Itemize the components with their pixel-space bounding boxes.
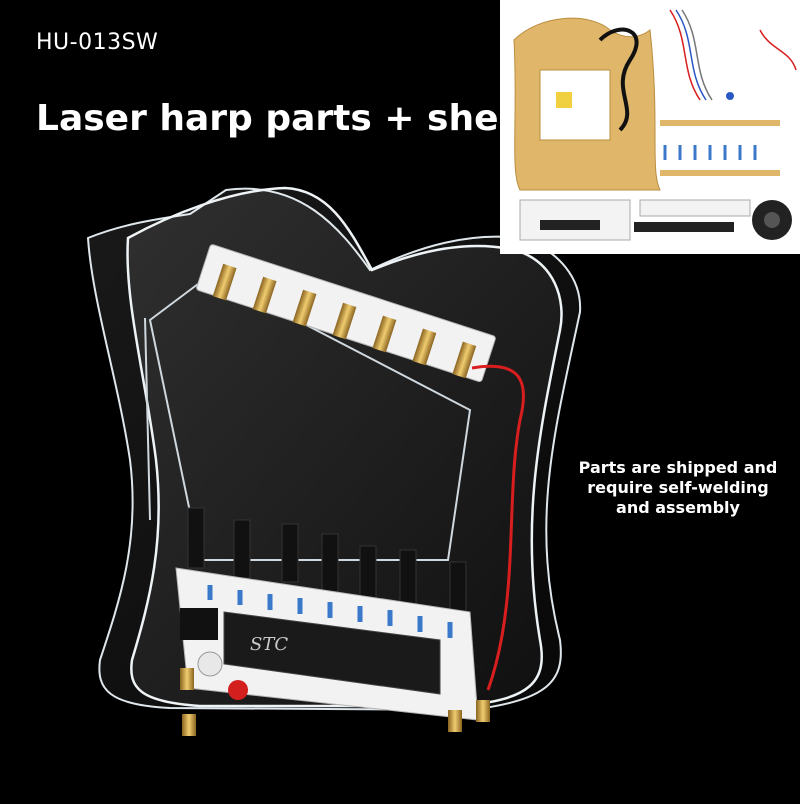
kit-usb-cable (598, 27, 639, 132)
shipping-note-line: Parts are shipped and (578, 458, 778, 477)
headline: Laser harp parts + shell (36, 98, 524, 139)
shipping-note: Parts are shipped and require self-weldi… (565, 458, 791, 518)
model-code: HU-013SW (36, 30, 159, 55)
kit-wires (669, 9, 797, 101)
kit-contents-inset (500, 0, 800, 254)
microcontroller-chip (223, 611, 441, 695)
red-wire (471, 364, 525, 691)
chip-marking: STC (250, 634, 288, 655)
kit-ic-socket (634, 222, 734, 232)
shipping-note-line: require self-welding (587, 478, 769, 497)
laser-diodes (212, 263, 477, 379)
laser-module-board (196, 244, 496, 383)
sensor-posts (187, 507, 467, 617)
brass-standoffs (180, 668, 490, 736)
reset-button (228, 680, 248, 700)
audio-jack (180, 608, 218, 640)
kit-contents-photo (513, 9, 797, 241)
kit-resistors (663, 145, 757, 160)
shipping-note-line: and assembly (616, 498, 740, 517)
